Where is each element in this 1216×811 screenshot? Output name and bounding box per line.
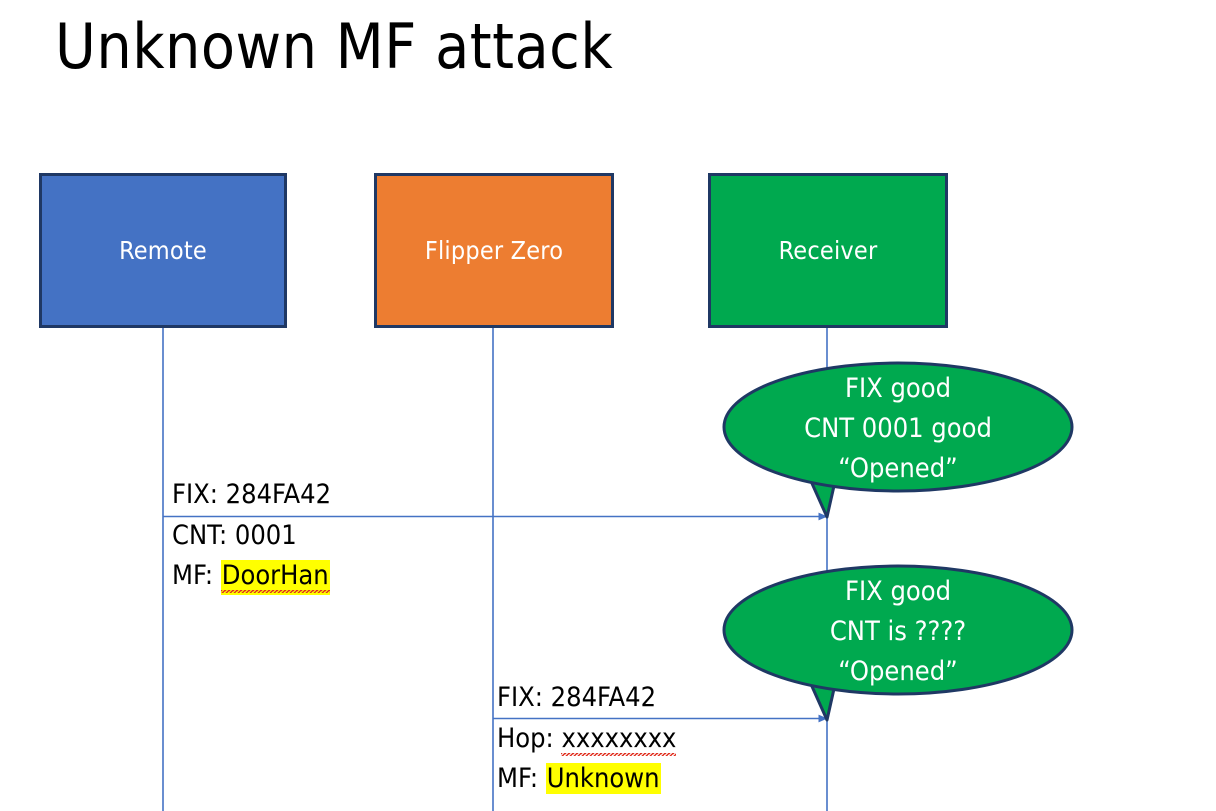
actor-label-receiver: Receiver — [778, 236, 878, 265]
message-1-mf-label: MF: DoorHan — [172, 556, 330, 596]
message-2-mf-value: Unknown — [545, 763, 661, 794]
message-1-cnt-label: CNT: 0001 — [172, 520, 297, 551]
message-2-mf-prefix: MF: — [497, 763, 546, 794]
message-1-mf-prefix: MF: — [172, 560, 221, 591]
page-title: Unknown MF attack — [55, 10, 614, 83]
callout-1-shape — [722, 361, 1074, 519]
message-2-hop-label: Hop: xxxxxxxx — [497, 719, 677, 759]
actor-label-flipper: Flipper Zero — [424, 236, 564, 265]
message-2-hop-prefix: Hop: — [497, 723, 562, 754]
message-2-mf-label: MF: Unknown — [497, 759, 661, 799]
callout-2-shape — [722, 564, 1074, 722]
actor-box-remote[interactable]: Remote — [39, 173, 287, 328]
message-1-fix-label: FIX: 284FA42 — [172, 479, 332, 510]
message-2-hop-value: xxxxxxxx — [561, 723, 677, 759]
message-2-fix-label: FIX: 284FA42 — [497, 682, 657, 713]
actor-box-receiver[interactable]: Receiver — [708, 173, 948, 328]
message-1-mf-value: DoorHan — [220, 560, 330, 595]
actor-box-flipper[interactable]: Flipper Zero — [374, 173, 614, 328]
actor-label-remote: Remote — [119, 236, 207, 265]
